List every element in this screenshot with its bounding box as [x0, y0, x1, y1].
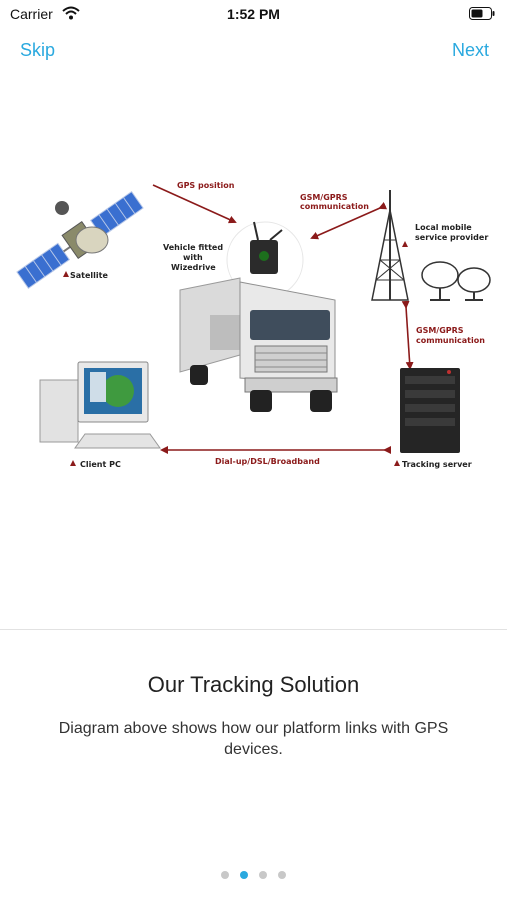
- vehicle-label-2: with: [183, 253, 203, 262]
- status-time: 1:52 PM: [227, 6, 280, 22]
- skip-button[interactable]: Skip: [20, 40, 56, 60]
- divider: [0, 629, 507, 630]
- gsm-right-label-2: communication: [416, 336, 485, 345]
- client-pc-icon: [39, 361, 161, 449]
- dialup-label: Dial-up/DSL/Broadband: [215, 457, 320, 466]
- truck-icon: [179, 277, 338, 412]
- gsm-top-label-1: GSM/GPRS: [300, 193, 348, 202]
- vehicle-label-3: Wizedrive: [171, 263, 216, 272]
- wifi-icon: [62, 6, 80, 20]
- page-dot-1[interactable]: [221, 871, 229, 879]
- tracking-diagram: Satellite GPS position Vehicle fitted wi…: [16, 181, 491, 469]
- battery-icon: [469, 7, 495, 20]
- next-button[interactable]: Next: [451, 40, 489, 60]
- satellite-icon: [16, 190, 144, 290]
- status-bar: Carrier 1:52 PM: [0, 0, 507, 28]
- satellite-dish-icon: [421, 261, 491, 301]
- server-icon: [400, 368, 460, 453]
- page-description: Diagram above shows how our platform lin…: [58, 720, 449, 758]
- cell-tower-icon: [371, 190, 409, 301]
- carrier-label: Carrier: [10, 6, 53, 22]
- gsm-right-label-1: GSM/GPRS: [416, 326, 464, 335]
- local-provider-label-2: service provider: [415, 233, 488, 242]
- client-pc-label: Client PC: [80, 460, 121, 469]
- vehicle-label-1: Vehicle fitted: [163, 243, 223, 252]
- satellite-label: Satellite: [70, 271, 108, 280]
- page-dot-3[interactable]: [259, 871, 267, 879]
- page-dot-2[interactable]: [240, 871, 248, 879]
- gps-position-label: GPS position: [177, 181, 235, 190]
- tracking-server-label: Tracking server: [402, 460, 472, 469]
- local-provider-label-1: Local mobile: [415, 223, 472, 232]
- page-title: Our Tracking Solution: [147, 672, 360, 697]
- page-dot-4[interactable]: [278, 871, 286, 879]
- page-indicator[interactable]: [0, 871, 507, 879]
- gsm-top-label-2: communication: [300, 202, 369, 211]
